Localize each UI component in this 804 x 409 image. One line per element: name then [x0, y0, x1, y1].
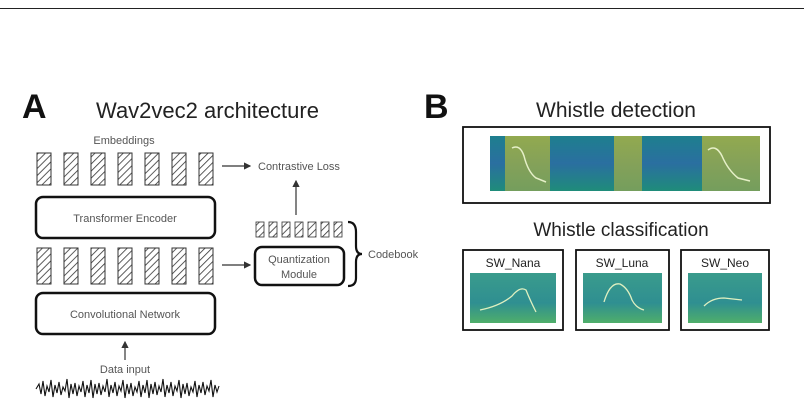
- class-spectrogram: [470, 273, 556, 323]
- class-card-neo: SW_Neo: [680, 249, 770, 331]
- latent-bar: [90, 247, 106, 285]
- detected-whistle-region: [702, 136, 760, 191]
- data-input-label: Data input: [100, 364, 150, 376]
- class-card-luna: SW_Luna: [575, 249, 670, 331]
- panel-a-letter: A: [22, 88, 47, 126]
- whistle-contour: [479, 288, 537, 313]
- contrastive-loss-label: Contrastive Loss: [258, 161, 340, 173]
- codebook-brace: [347, 220, 363, 288]
- waveform-icon: [35, 378, 220, 399]
- detection-title: Whistle detection: [536, 99, 696, 122]
- class-label-nana: SW_Nana: [486, 256, 541, 270]
- codebook-bar: [294, 221, 304, 238]
- embedding-bar: [198, 152, 214, 186]
- embedding-bar: [90, 152, 106, 186]
- quantization-label-line2: Module: [281, 269, 317, 281]
- latent-bar: [63, 247, 79, 285]
- latent-bar: [198, 247, 214, 285]
- panel-a-title: Wav2vec2 architecture: [96, 98, 319, 123]
- class-card-nana: SW_Nana: [462, 249, 564, 331]
- latent-bar: [36, 247, 52, 285]
- latent-bar: [144, 247, 160, 285]
- codebook-bar: [255, 221, 265, 238]
- embedding-bar: [171, 152, 187, 186]
- codebook-bar: [307, 221, 317, 238]
- detected-whistle-region: [505, 136, 550, 191]
- convolutional-network-box: [34, 291, 217, 336]
- latent-bar: [117, 247, 133, 285]
- codebook-bar: [320, 221, 330, 238]
- embedding-bars: [36, 152, 214, 186]
- panel-b-letter: B: [424, 88, 449, 126]
- codebook-bar: [333, 221, 343, 238]
- embedding-bar: [36, 152, 52, 186]
- transformer-encoder-box: [34, 195, 217, 240]
- detection-spectrogram: [490, 136, 760, 191]
- codebook-bars: [255, 221, 343, 238]
- whistle-contour: [511, 146, 547, 183]
- class-label-luna: SW_Luna: [596, 256, 649, 270]
- embedding-bar: [63, 152, 79, 186]
- latent-bar: [171, 247, 187, 285]
- codebook-label: Codebook: [368, 249, 419, 261]
- classification-title: Whistle classification: [533, 220, 708, 241]
- codebook-bar: [268, 221, 278, 238]
- latent-bars: [36, 247, 214, 285]
- codebook-bar: [281, 221, 291, 238]
- class-spectrogram: [583, 273, 662, 323]
- conv-label: Convolutional Network: [70, 309, 181, 321]
- class-label-neo: SW_Neo: [701, 256, 749, 270]
- whistle-contour: [603, 283, 645, 311]
- quantization-label-line1: Quantization: [268, 254, 330, 266]
- detected-whistle-region: [614, 136, 642, 191]
- embedding-bar: [117, 152, 133, 186]
- transformer-label: Transformer Encoder: [73, 213, 177, 225]
- quantization-module-box: [253, 245, 346, 287]
- embeddings-label: Embeddings: [93, 135, 155, 147]
- embedding-bar: [144, 152, 160, 186]
- top-divider: [0, 8, 804, 9]
- whistle-contour: [707, 147, 751, 182]
- whistle-contour: [703, 297, 743, 307]
